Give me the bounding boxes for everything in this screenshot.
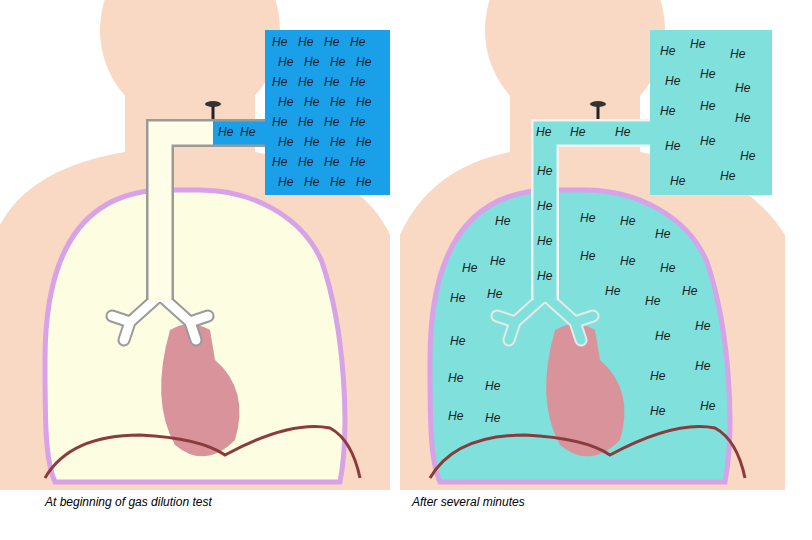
helium-reservoir: HeHeHeHeHeHeHeHeHeHeHeHeHeHe (650, 30, 772, 195)
helium-symbol: He (660, 105, 675, 118)
helium-symbol: He (350, 156, 365, 169)
helium-symbol: He (448, 410, 463, 423)
helium-symbol: He (240, 126, 255, 139)
chest-left (45, 101, 360, 482)
helium-reservoir: HeHeHeHeHeHeHeHeHeHeHeHeHeHeHeHeHeHeHeHe… (265, 30, 390, 195)
helium-symbol: He (700, 100, 715, 113)
helium-symbol: He (580, 212, 595, 225)
helium-symbol: He (356, 136, 371, 149)
helium-symbol: He (278, 96, 293, 109)
helium-symbol: He (495, 215, 510, 228)
helium-symbol: He (537, 235, 552, 248)
helium-symbol: He (537, 200, 552, 213)
helium-symbol: He (324, 76, 339, 89)
helium-symbol: He (650, 370, 665, 383)
helium-symbol: He (298, 36, 313, 49)
helium-symbol: He (735, 112, 750, 125)
helium-symbol: He (304, 176, 319, 189)
helium-symbol: He (462, 262, 477, 275)
panel-caption: After several minutes (412, 496, 525, 509)
helium-symbol: He (272, 76, 287, 89)
helium-symbol: He (490, 255, 505, 268)
helium-symbol: He (537, 270, 552, 283)
helium-symbol: He (330, 136, 345, 149)
helium-symbol: He (304, 136, 319, 149)
body-left (0, 0, 390, 490)
helium-symbol: He (615, 126, 630, 139)
helium-symbol: He (735, 82, 750, 95)
helium-symbol: He (350, 76, 365, 89)
helium-symbol: He (700, 135, 715, 148)
helium-symbol: He (700, 68, 715, 81)
helium-symbol: He (660, 262, 675, 275)
helium-symbol: He (730, 48, 745, 61)
helium-symbol: He (700, 400, 715, 413)
body-right (400, 0, 785, 490)
helium-symbol: He (655, 228, 670, 241)
helium-symbol: He (278, 56, 293, 69)
helium-symbol: He (324, 156, 339, 169)
helium-symbol: He (272, 116, 287, 129)
helium-symbol: He (487, 288, 502, 301)
helium-symbol: He (304, 96, 319, 109)
helium-symbol: He (720, 170, 735, 183)
helium-symbol: He (650, 405, 665, 418)
helium-symbol: He (620, 255, 635, 268)
helium-symbol: He (695, 320, 710, 333)
helium-symbol: He (570, 126, 585, 139)
helium-symbol: He (690, 38, 705, 51)
helium-symbol: He (537, 165, 552, 178)
helium-symbol: He (278, 176, 293, 189)
helium-symbol: He (485, 380, 500, 393)
helium-symbol: He (665, 140, 680, 153)
helium-symbol: He (740, 150, 755, 163)
helium-symbol: He (580, 250, 595, 263)
helium-symbol: He (695, 360, 710, 373)
helium-symbol: He (450, 292, 465, 305)
helium-symbol: He (298, 116, 313, 129)
helium-symbol: He (605, 285, 620, 298)
helium-symbol: He (350, 116, 365, 129)
helium-symbol: He (298, 156, 313, 169)
helium-symbol: He (682, 285, 697, 298)
helium-symbol: He (330, 96, 345, 109)
helium-symbol: He (665, 75, 680, 88)
helium-symbol: He (448, 372, 463, 385)
helium-symbol: He (218, 126, 233, 139)
helium-symbol: He (330, 176, 345, 189)
helium-symbol: He (536, 126, 551, 139)
helium-symbol: He (620, 215, 635, 228)
helium-symbol: He (356, 176, 371, 189)
helium-symbol: He (485, 412, 500, 425)
helium-symbol: He (350, 36, 365, 49)
panel-caption: At beginning of gas dilution test (45, 496, 212, 509)
helium-symbol: He (670, 175, 685, 188)
helium-symbol: He (356, 56, 371, 69)
helium-symbol: He (272, 36, 287, 49)
helium-symbol: He (272, 156, 287, 169)
helium-symbol: He (324, 116, 339, 129)
helium-symbol: He (660, 45, 675, 58)
helium-symbol: He (450, 335, 465, 348)
helium-symbol: He (330, 56, 345, 69)
helium-symbol: He (278, 136, 293, 149)
helium-symbol: He (655, 330, 670, 343)
helium-symbol: He (324, 36, 339, 49)
helium-symbol: He (645, 295, 660, 308)
helium-symbol: He (356, 96, 371, 109)
helium-symbol: He (298, 76, 313, 89)
helium-symbol: He (304, 56, 319, 69)
